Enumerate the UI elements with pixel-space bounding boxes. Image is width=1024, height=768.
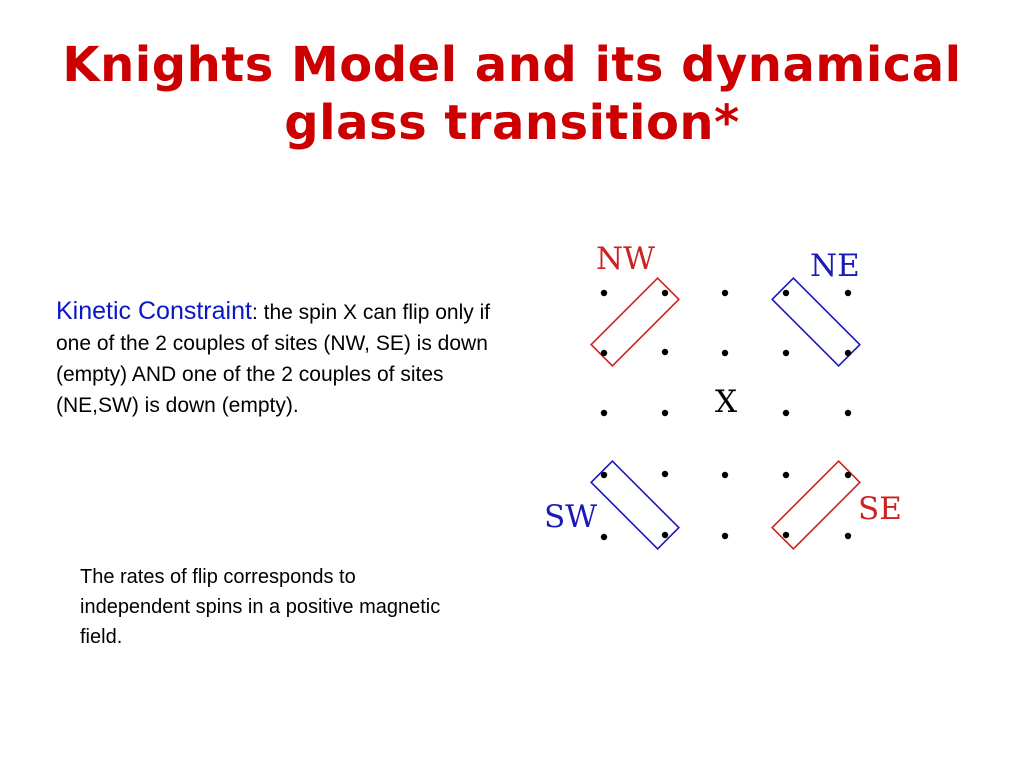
lattice-site — [600, 349, 608, 357]
lattice-sites — [600, 289, 852, 541]
slide-title: Knights Model and its dynamical glass tr… — [0, 36, 1024, 152]
lattice-site — [782, 531, 790, 539]
lattice-site — [782, 409, 790, 417]
lattice-site — [600, 533, 608, 541]
lattice-site — [844, 289, 852, 297]
flip-rates-note: The rates of flip corresponds to indepen… — [80, 566, 441, 648]
lattice-site — [661, 409, 669, 417]
sw-couple-box — [590, 460, 680, 550]
lattice-site — [600, 409, 608, 417]
lattice-site — [721, 289, 729, 297]
lattice-site — [844, 409, 852, 417]
lattice-site — [782, 349, 790, 357]
lattice-site — [844, 532, 852, 540]
lattice-site — [661, 348, 669, 356]
kinetic-constraint-term: Kinetic Constraint — [56, 297, 252, 325]
knights-lattice-diagram: NW NE SW SE X — [544, 241, 900, 550]
lattice-site — [600, 471, 608, 479]
lattice-site — [844, 349, 852, 357]
lattice-site — [782, 471, 790, 479]
lattice-site — [600, 289, 608, 297]
center-spin-label: X — [715, 384, 737, 420]
se-couple-box — [771, 460, 861, 550]
kinetic-constraint-paragraph: Kinetic Constraint: the spin X can flip … — [56, 296, 496, 421]
lattice-site — [661, 470, 669, 478]
lattice-site — [721, 532, 729, 540]
lattice-site — [661, 289, 669, 297]
lattice-site — [721, 349, 729, 357]
se-label: SE — [858, 491, 900, 527]
lattice-site — [661, 531, 669, 539]
sw-label: SW — [544, 499, 597, 535]
lattice-site — [844, 471, 852, 479]
kinetic-constraint-text: : the spin X can flip only if one of the… — [56, 301, 491, 417]
title-line-2: glass transition* — [284, 95, 740, 151]
nw-label: NW — [596, 241, 655, 277]
title-line-1: Knights Model and its dynamical — [62, 37, 962, 93]
ne-label: NE — [810, 248, 860, 284]
lattice-site — [782, 289, 790, 297]
lattice-site — [721, 471, 729, 479]
